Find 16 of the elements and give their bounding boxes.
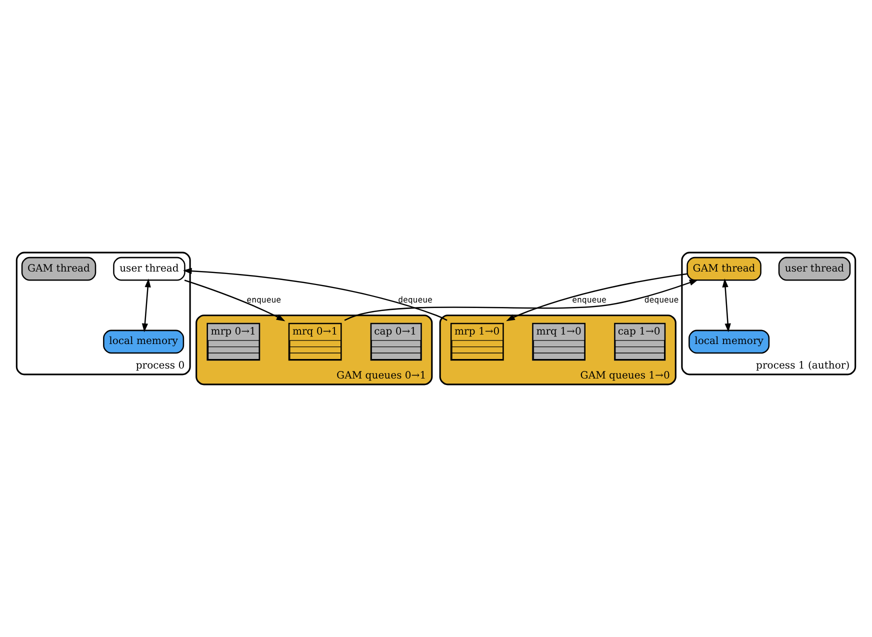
node-box: user thread [113, 256, 186, 281]
arrow [722, 278, 731, 332]
arrow [506, 273, 688, 322]
edge-label: enqueue [572, 294, 606, 304]
node-box: GAM thread [686, 256, 762, 281]
edge-label: enqueue [246, 294, 282, 304]
arrow [182, 268, 448, 321]
node-box: user thread [778, 256, 851, 281]
arrow [142, 278, 151, 332]
node-box: GAM thread [21, 256, 96, 281]
arrow [344, 280, 698, 321]
node-box: local memory [688, 330, 770, 354]
edge-label: dequeue [398, 294, 432, 304]
arrow [184, 280, 286, 322]
edge-label: dequeue [644, 294, 679, 304]
node-box: local memory [103, 330, 184, 354]
